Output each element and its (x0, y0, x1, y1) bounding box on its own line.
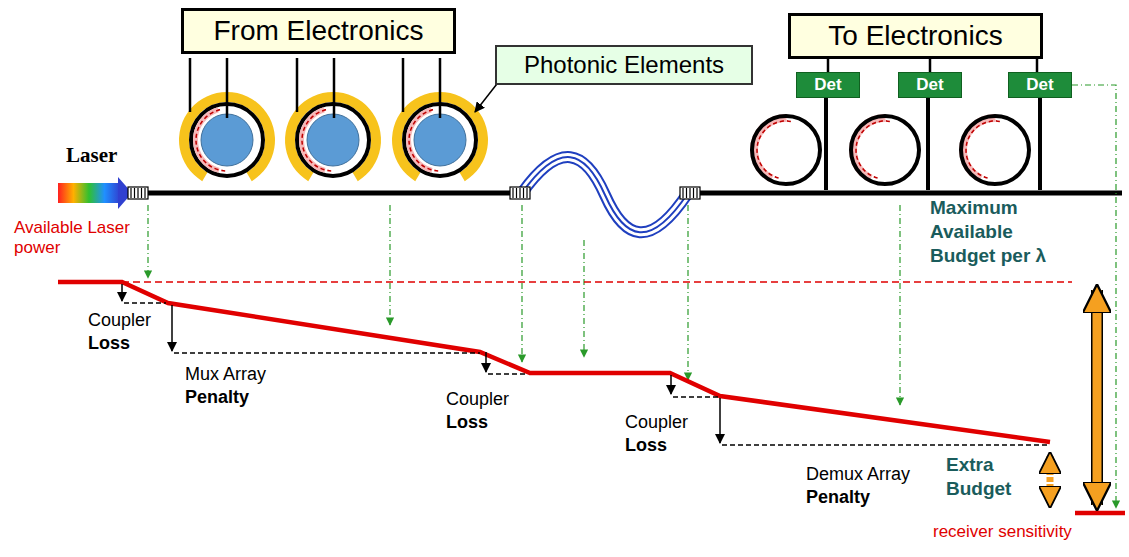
grating-coupler (128, 187, 700, 199)
loss-label: Loss (88, 333, 130, 355)
loss-label: Coupler (446, 389, 509, 411)
penalty-label: Penalty (185, 387, 249, 409)
drop-waveguide (826, 98, 1040, 190)
penalty-label: Mux Array (185, 364, 266, 386)
power-label: Available Laser power (14, 218, 149, 259)
loss-marker (122, 284, 1050, 445)
sensitivity-label: receiver sensitivity (933, 522, 1072, 542)
projection-arrow (148, 85, 1116, 508)
node-text: Det (905, 75, 955, 95)
electrical-lead (190, 58, 440, 118)
electronics-box: To Electronics (788, 13, 1043, 59)
optical-fiber (522, 157, 688, 232)
waveguide (130, 191, 520, 196)
electronics-box: From Electronics (181, 8, 456, 54)
demux-ring (750, 114, 1029, 184)
source-label: Laser (66, 143, 117, 168)
budget-label: Maximum Available Budget per λ (930, 196, 1065, 267)
penalty-label: Demux Array (806, 464, 910, 486)
node-text: Photonic Elements (507, 51, 741, 79)
connector (1036, 59, 1039, 72)
loss-label: Loss (625, 435, 667, 457)
node-text: Det (803, 75, 853, 95)
node-text: To Electronics (803, 20, 1028, 52)
callout-box: Photonic Elements (495, 45, 753, 85)
laser-arrow (58, 177, 132, 209)
budget-label: Extra Budget (946, 453, 1036, 501)
budget-arrow (1050, 290, 1097, 505)
loss-label: Coupler (88, 310, 151, 332)
connector (929, 59, 932, 72)
power-budget-line (58, 282, 1125, 513)
detector-box: Det (796, 72, 860, 98)
penalty-label: Penalty (806, 487, 870, 509)
detector-box: Det (1008, 72, 1072, 98)
connector (827, 59, 830, 72)
loss-label: Loss (446, 412, 488, 434)
node-text: From Electronics (196, 15, 441, 47)
loss-label: Coupler (625, 412, 688, 434)
node-text: Det (1015, 75, 1065, 95)
detector-box: Det (898, 72, 962, 98)
waveguide (690, 191, 1122, 196)
